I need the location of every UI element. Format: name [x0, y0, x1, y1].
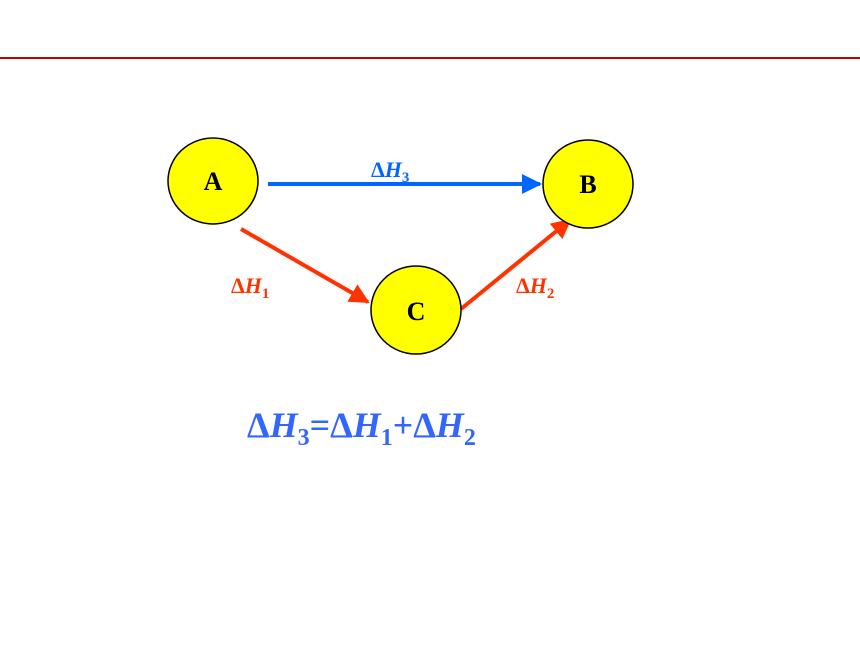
node-a-label: A	[204, 167, 223, 196]
edge-label-dh2: ΔH2	[516, 273, 554, 302]
arrow-c-to-b	[459, 218, 572, 311]
hess-law-equation: ΔH3=ΔH1+ΔH2	[247, 405, 476, 451]
arrow-a-to-c	[240, 227, 370, 304]
node-b-label: B	[579, 170, 596, 199]
node-b	[542, 139, 634, 229]
node-a	[167, 137, 259, 225]
node-c	[370, 265, 462, 355]
node-c-label: C	[407, 297, 426, 326]
edge-label-dh1: ΔH1	[231, 273, 269, 302]
top-rule	[0, 57, 860, 59]
edge-label-dh3: ΔH3	[371, 157, 409, 186]
